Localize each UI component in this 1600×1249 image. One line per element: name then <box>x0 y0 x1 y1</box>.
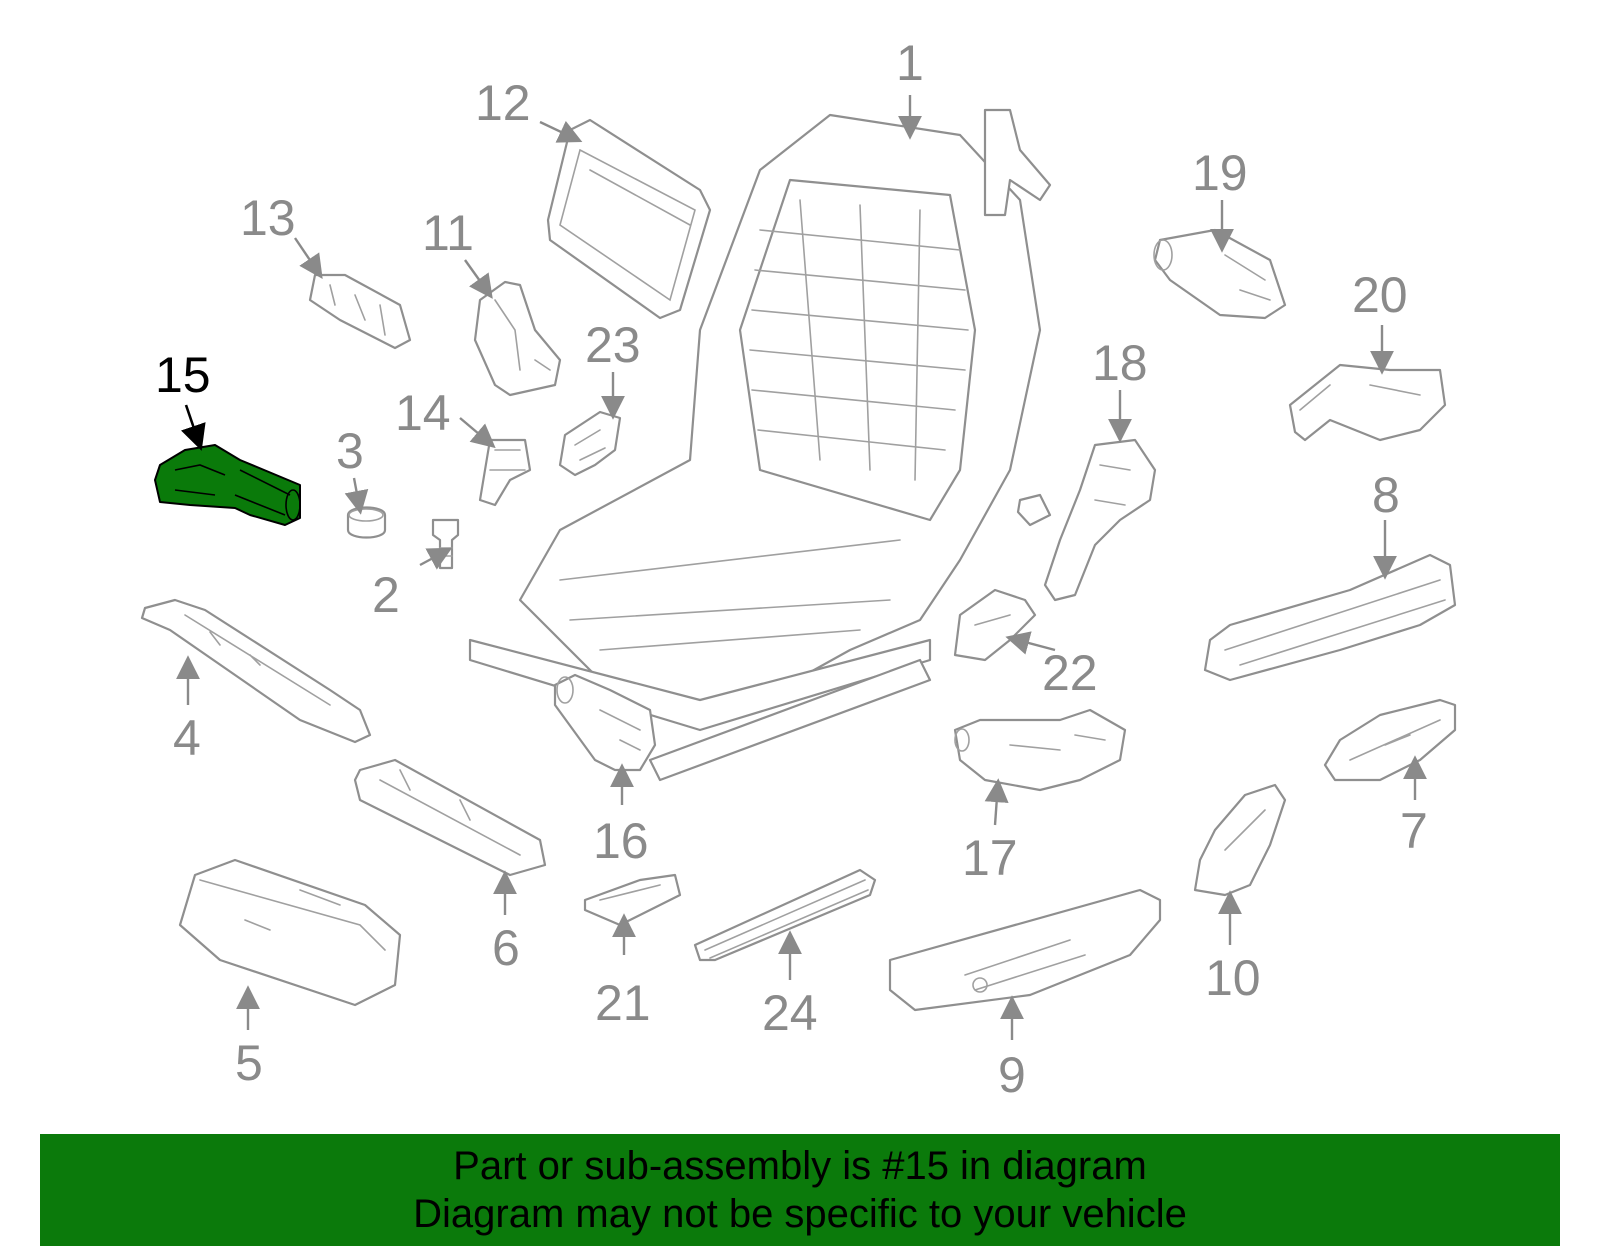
part-23-bracket[interactable] <box>558 410 622 477</box>
callout-23: 23 <box>585 317 641 373</box>
callout-20: 20 <box>1352 267 1408 323</box>
banner-line-disclaimer: Diagram may not be specific to your vehi… <box>413 1192 1187 1236</box>
callout-1: 1 <box>896 35 924 91</box>
part-22-bracket[interactable] <box>953 588 1037 662</box>
callout-16: 16 <box>593 813 649 869</box>
part-3-nut[interactable] <box>346 506 387 539</box>
part-24-track[interactable] <box>693 868 877 962</box>
callout-arrows <box>176 95 1427 1040</box>
part-17-motor[interactable] <box>953 708 1127 792</box>
callout-24: 24 <box>762 985 818 1041</box>
callout-21: 21 <box>595 975 651 1031</box>
part-1-seat-frame[interactable] <box>468 108 1052 782</box>
part-6-rail-cover[interactable] <box>353 758 547 877</box>
part-12-back-panel[interactable] <box>546 118 712 320</box>
part-21-bracket[interactable] <box>583 873 682 927</box>
callout-15-highlighted: 15 <box>155 347 211 403</box>
callout-10: 10 <box>1205 950 1261 1006</box>
part-14-clip[interactable] <box>478 438 532 507</box>
part-5-switch-housing[interactable] <box>178 858 402 1007</box>
callout-19: 19 <box>1192 145 1248 201</box>
callout-13: 13 <box>240 190 296 246</box>
part-13-motor[interactable] <box>308 273 412 350</box>
part-15-highlighted-motor[interactable] <box>154 444 301 526</box>
part-9-side-cover[interactable] <box>888 888 1162 1012</box>
part-7-switch[interactable] <box>1323 698 1457 782</box>
callout-4: 4 <box>173 710 201 766</box>
part-18-motor[interactable] <box>1016 438 1157 602</box>
callout-8: 8 <box>1372 467 1400 523</box>
part-2-bolt[interactable] <box>431 518 460 570</box>
part-11-cover[interactable] <box>473 280 562 397</box>
callout-22: 22 <box>1042 645 1098 701</box>
callout-11: 11 <box>422 205 474 261</box>
part-20-motor[interactable] <box>1288 363 1447 442</box>
part-10-trim[interactable] <box>1193 783 1287 897</box>
banner-line-part: Part or sub-assembly is #15 in diagram <box>453 1144 1147 1188</box>
callout-2: 2 <box>372 567 400 623</box>
info-banner: Part or sub-assembly is #15 in diagram D… <box>40 1134 1560 1246</box>
callout-12: 12 <box>475 75 531 131</box>
callout-7: 7 <box>1400 803 1428 859</box>
callout-18: 18 <box>1092 335 1148 391</box>
callout-5: 5 <box>235 1035 263 1091</box>
callout-labels: 1 2 3 4 5 6 7 8 9 10 11 12 13 14 15 16 1… <box>155 35 1428 1103</box>
callout-9: 9 <box>998 1047 1026 1103</box>
callout-3: 3 <box>336 423 364 479</box>
callout-6: 6 <box>492 920 520 976</box>
callout-14: 14 <box>395 385 451 441</box>
callout-17: 17 <box>962 830 1018 886</box>
part-16-motor[interactable] <box>553 673 657 772</box>
part-4-trim-strip[interactable] <box>140 598 372 744</box>
part-8-rail[interactable] <box>1203 553 1457 682</box>
part-19-motor[interactable] <box>1153 228 1287 320</box>
